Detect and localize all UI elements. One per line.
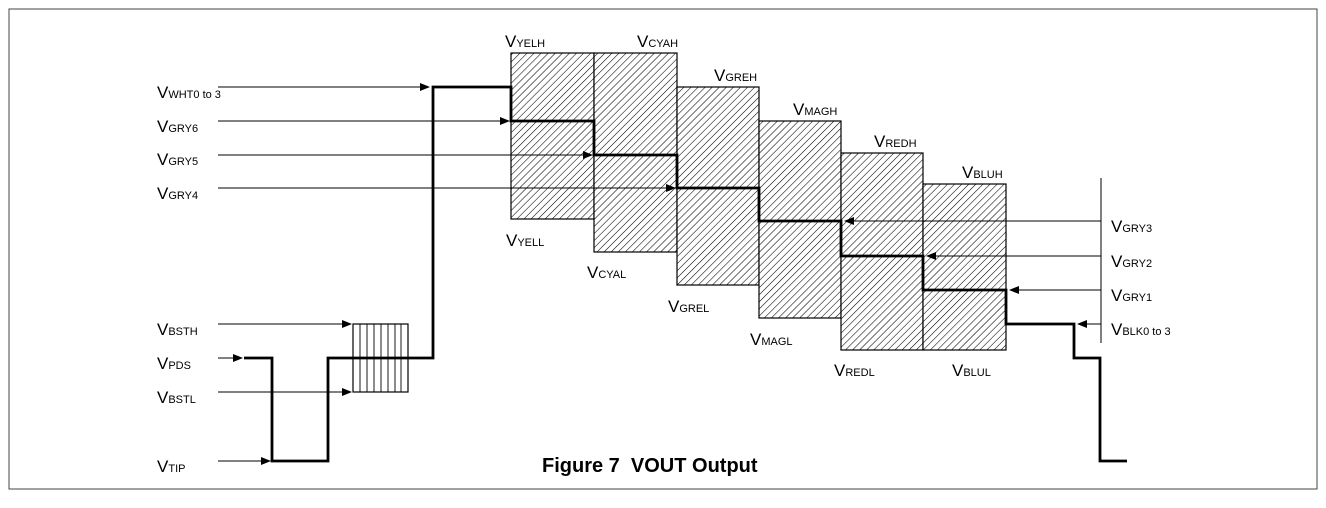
label-vyell: VYELL [506,231,544,250]
label-vbluh: VBLUH [962,163,1003,182]
bar-cyan [593,52,678,253]
label-vredl: VREDL [834,361,875,380]
label-vmagl: VMAGL [750,330,793,349]
label-vgry2: VGRY2 [1111,252,1152,271]
label-vgry1: VGRY1 [1111,286,1152,305]
label-vcyal: VCYAL [587,263,626,282]
label-vgry6: VGRY6 [157,117,198,136]
label-vmagh: VMAGH [793,100,837,119]
label-vwht: VWHT0 to 3 [157,83,221,102]
bar-magenta [758,120,842,319]
label-vcyah: VCYAH [637,32,678,51]
label-vbstl: VBSTL [157,388,196,407]
bar-high-labels: VYELH VCYAH VGREH VMAGH VREDH VBLUH [505,32,1003,182]
label-vyelh: VYELH [505,32,545,51]
label-vpds: VPDS [157,354,191,373]
right-level-arrows [844,217,1101,328]
figure-caption: Figure 7 VOUT Output [542,455,758,477]
bar-green [676,86,760,286]
label-vgry3: VGRY3 [1111,217,1152,236]
label-vgrel: VGREL [668,297,709,316]
left-labels: VWHT0 to 3 VGRY6 VGRY5 VGRY4 VBSTH VPDS … [157,83,221,476]
bar-yellow [510,52,595,220]
vout-waveform [244,85,1127,463]
figure-frame [8,8,1318,490]
label-vblul: VBLUL [952,361,991,380]
color-bars [510,52,1007,351]
bar-blue [922,183,1007,351]
bar-low-labels: VYELL VCYAL VGREL VMAGL VREDL VBLUL [506,231,991,380]
right-labels: VGRY3 VGRY2 VGRY1 VBLK0 to 3 [1111,217,1171,339]
label-vblk: VBLK0 to 3 [1111,320,1171,339]
label-vgry5: VGRY5 [157,150,198,169]
label-vredh: VREDH [874,132,917,151]
label-vbsth: VBSTH [157,320,198,339]
label-vgreh: VGREH [714,66,757,85]
bar-red [840,152,924,351]
label-vgry4: VGRY4 [157,184,198,203]
label-vtip: VTIP [157,457,185,476]
left-level-arrows [218,83,676,465]
